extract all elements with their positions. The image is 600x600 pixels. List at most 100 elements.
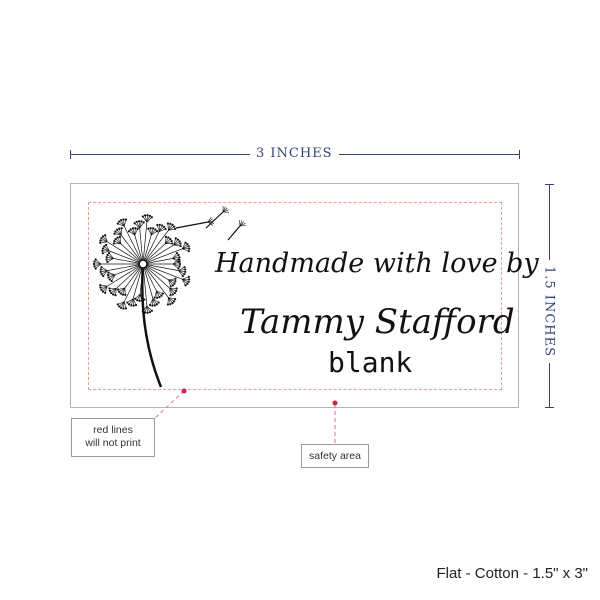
dandelion-seed-tuft [181,242,186,249]
dandelion-seed-tuft [104,286,108,293]
dandelion-seed-tuft [156,290,163,294]
dandelion-seed-tuft [182,248,189,252]
dandelion-seed-tip [179,244,182,248]
dandelion-seed-tip [107,271,110,274]
dandelion-seed-tip [184,270,187,274]
dandelion-seed-tuft [117,223,125,227]
width-dimension-tick-left [70,150,71,159]
height-dimension-tick-top [545,184,554,185]
dandelion-seed-tuft [142,305,148,312]
dandelion-seed-tuft [169,288,171,296]
dandelion-seed-tip [100,266,103,269]
dandelion-seed-tuft [139,293,143,301]
dandelion-seed-tuft [107,258,114,263]
dandelion-seed-tip [184,268,187,271]
dandelion-seed-stalk [123,226,144,265]
dandelion-seed-tuft [144,215,148,223]
dandelion-seed-tip [178,258,181,261]
dandelion-seed-tip [115,228,119,231]
dandelion-seed-stalk [107,263,144,271]
dandelion-seed-stalk [142,263,183,280]
dandelion-seed-tip [177,253,180,257]
dandelion-seed-tip [101,249,104,252]
dandelion-seed-tuft [146,215,151,223]
dandelion-seed-tuft [168,297,173,304]
dandelion-seed-tuft [107,254,114,259]
dandelion-seed-tuft [94,263,102,267]
dandelion-seed-tuft [146,217,153,223]
flying-seed [205,211,224,229]
dandelion-seed-tuft [149,298,154,306]
dandelion-seed-tuft [168,279,175,284]
dandelion-seed-tuft [136,221,140,229]
dandelion-seed-tip [186,243,189,246]
dandelion-seed-tuft [111,288,117,294]
dandelion-seed-tip [99,283,102,287]
dandelion-seed-tip [183,273,186,276]
dandelion-seed-tuft [128,230,135,236]
dandelion-seed-stalk [114,263,144,276]
red-lines-leader [154,390,185,419]
dandelion-seed-tuft [182,276,189,280]
dandelion-seed-tip [116,236,119,239]
dandelion-seed-tuft [168,279,171,287]
dandelion-seed-tuft [169,287,177,292]
dandelion-seed-tuft [118,228,122,236]
flying-seed-tuft [207,216,212,223]
dandelion-seed-tip [108,289,112,293]
dandelion-seed-tuft [151,230,158,236]
dandelion-seed-tip [116,288,120,291]
dandelion-seed-tuft [100,284,108,287]
dandelion-seed-tip [166,222,170,225]
dandelion-seed-stalk [142,222,148,265]
dandelion-seed-stalk [113,258,144,265]
dandelion-seed-tuft [178,269,186,271]
dandelion-seed-tuft [152,298,159,303]
dandelion-seed-tip [127,303,131,306]
dandelion-seed-tip [132,304,135,307]
dandelion-seed-tip [178,240,181,243]
dandelion-seed-tip [93,265,96,268]
dandelion-seed-tip [148,311,151,314]
dandelion-seed-tuft [120,220,125,227]
dandelion-seed-tip [187,280,190,283]
dandelion-seed-tip [141,215,144,218]
dandelion-seed-tuft [156,290,162,296]
dandelion-seed-stalk [124,263,144,289]
product-description: Flat - Cotton - 1.5" x 3" [436,565,588,582]
dandelion-seed-tuft [156,290,160,298]
dandelion-seed-tip [174,289,178,293]
dandelion-seed-stalk [142,263,179,271]
flying-seed-tuft [222,207,228,213]
dandelion-seed-tuft [172,259,179,265]
dandelion-seed-tip [124,307,128,310]
dandelion-seed-tuft [168,224,173,231]
dandelion-seed-tuft [101,266,108,271]
dandelion-seed-tip [166,303,170,306]
dandelion-seed-tuft [148,228,152,236]
width-dimension-label: 3 INCHES [250,146,339,161]
dandelion-seed-tuft [114,240,121,245]
dandelion-seed-tuft [154,290,157,298]
dandelion-seed-tip [178,265,181,268]
dandelion-seed-tuft [164,236,167,244]
dandelion-seed-tip [187,275,190,279]
dandelion-seed-tip [99,286,102,289]
dandelion-seed-tuft [158,225,163,232]
dandelion-seed-tip [121,293,124,296]
dandelion-seed-tuft [173,244,181,247]
dandelion-seed-tuft [120,287,126,294]
dandelion-seed-tuft [168,279,176,282]
dandelion-seed-tuft [134,228,136,236]
dandelion-seed-tuft [158,224,161,232]
dandelion-seed-tip [100,273,103,276]
dandelion-seed-tip [153,304,156,307]
dandelion-seed-tip [169,222,172,225]
dandelion-center [138,259,148,269]
dandelion-seed-tip [173,291,176,295]
dandelion-seed-tip [177,260,180,264]
dandelion-seed-tip [150,309,153,312]
dandelion-seed-tip [179,242,182,245]
dandelion-seed-tip [134,303,138,307]
